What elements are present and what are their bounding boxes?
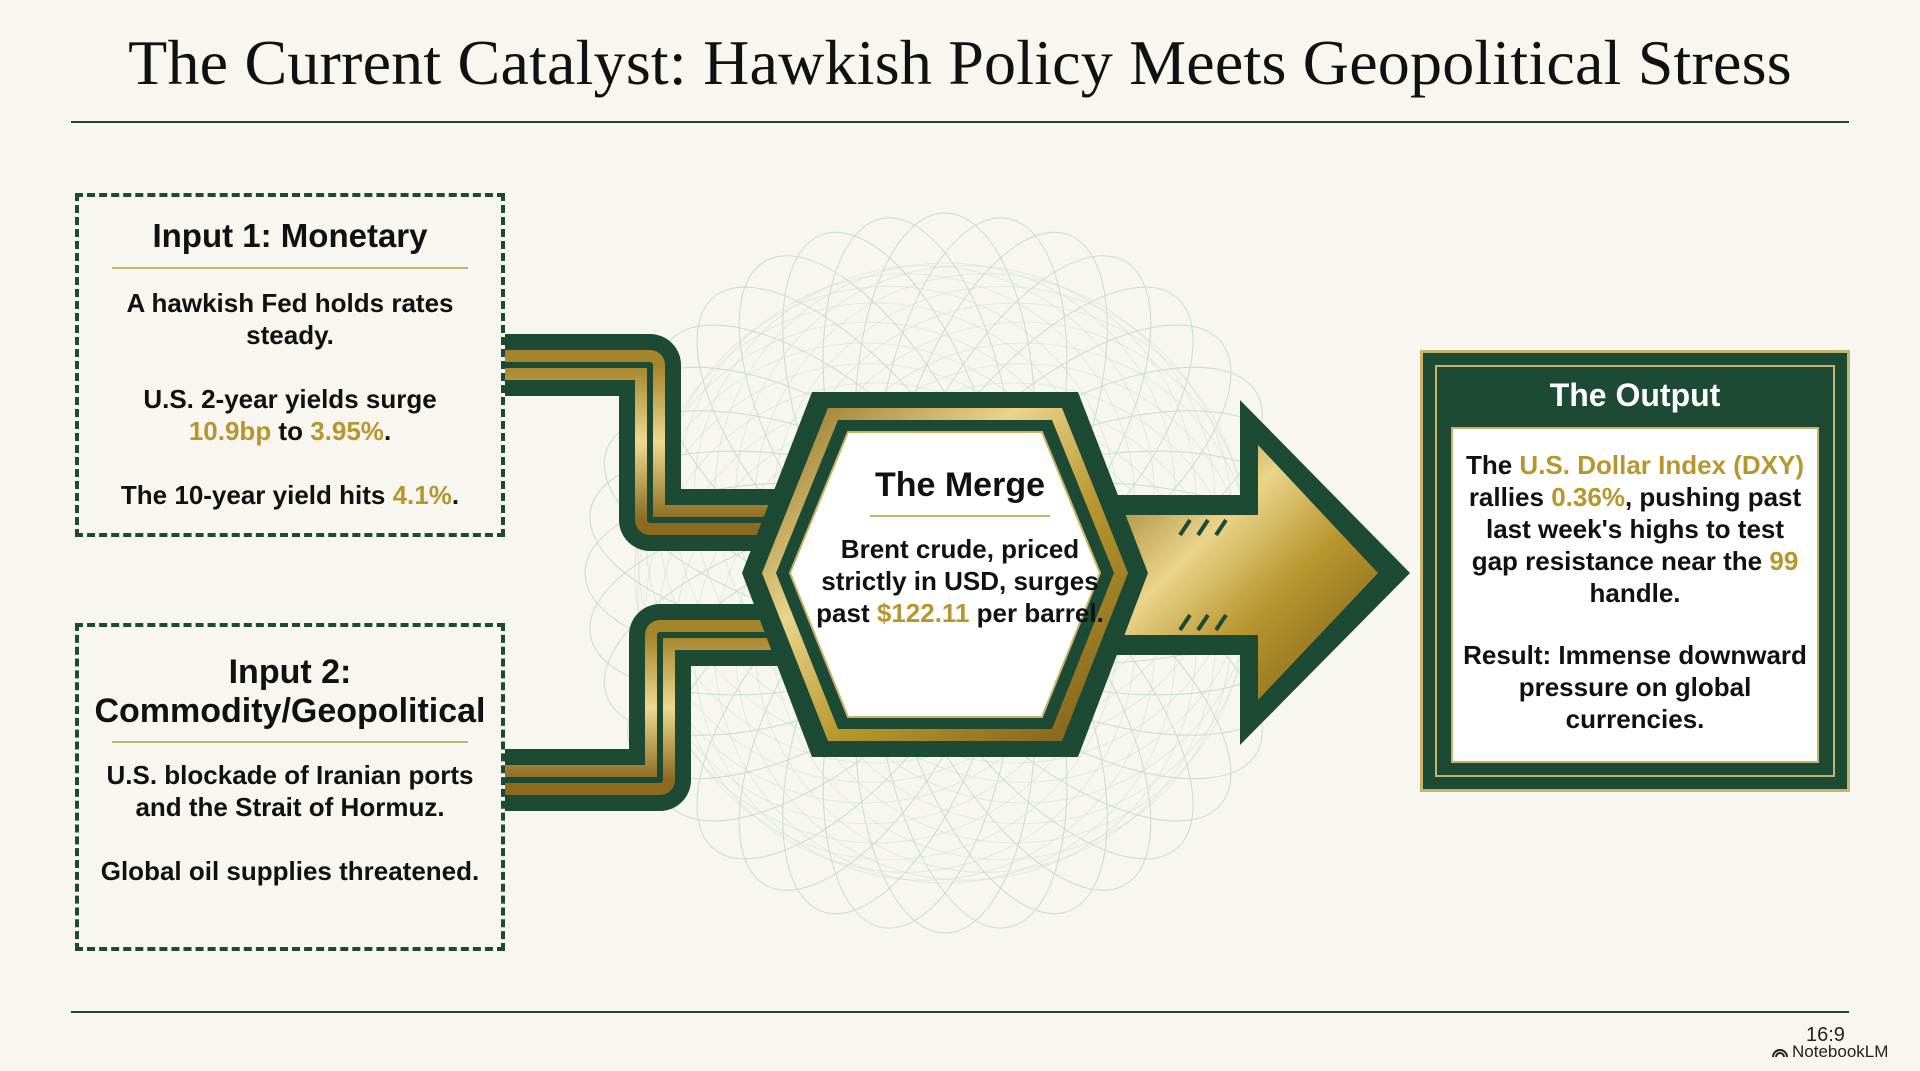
- arrow-merge-to-output: [1110, 400, 1410, 745]
- input2-title-line-a: Input 2:: [228, 653, 352, 691]
- input2-line1-text: U.S. blockade of Iranian ports and the S…: [106, 760, 474, 822]
- merge-content: The Merge Brent crude, priced strictly i…: [812, 466, 1108, 629]
- input1-line3: The 10-year yield hits 4.1%.: [79, 479, 501, 511]
- brand-watermark: NotebookLM: [1772, 1042, 1888, 1062]
- output-p1-a: The: [1465, 450, 1520, 480]
- merge-text-pre: Brent crude, priced strictly in USD, sur…: [816, 534, 1099, 628]
- output-frame: The Output The U.S. Dollar Index (DXY) r…: [1435, 365, 1835, 777]
- footer-divider: [71, 1011, 1849, 1013]
- title-divider: [71, 121, 1849, 123]
- connector-input1-to-merge: [505, 334, 790, 551]
- input2-line1: U.S. blockade of Iranian ports and the S…: [79, 759, 501, 823]
- connector-input2-to-merge: [505, 604, 790, 811]
- input1-line2: U.S. 2-year yields surge 10.9bp to 3.95%…: [79, 383, 501, 447]
- merge-text-highlight: $122.11: [876, 598, 970, 628]
- input1-line3-highlight: 4.1%: [392, 480, 452, 510]
- output-p1-highlight-pct: 0.36%: [1551, 482, 1625, 512]
- merge-text-post: per barrel.: [969, 598, 1104, 628]
- merge-title: The Merge: [874, 466, 1046, 504]
- aspect-ratio-label: 16:9: [1806, 1024, 1845, 1046]
- brand-name: NotebookLM: [1792, 1042, 1889, 1061]
- output-p1-c: , pushing past last week's highs to test…: [1471, 482, 1802, 576]
- input2-line2: Global oil supplies threatened.: [100, 856, 480, 886]
- output-p1-b: rallies: [1468, 482, 1552, 512]
- input1-line1: A hawkish Fed holds rates steady.: [79, 287, 501, 351]
- input2-title: Input 2: Commodity/Geopolitical: [79, 653, 501, 731]
- merge-text: Brent crude, priced strictly in USD, sur…: [812, 533, 1108, 629]
- input1-line2-mid: to: [271, 416, 311, 446]
- input1-line1-text: A hawkish Fed holds rates steady.: [126, 288, 454, 350]
- output-p1-highlight-handle: 99: [1769, 546, 1799, 576]
- input1-title: Input 1: Monetary: [152, 217, 428, 254]
- input1-line2-pre: U.S. 2-year yields surge: [143, 384, 437, 414]
- page-title: The Current Catalyst: Hawkish Policy Mee…: [128, 27, 1792, 98]
- merge-divider: [870, 515, 1050, 517]
- output-paragraph-1: The U.S. Dollar Index (DXY) rallies 0.36…: [1460, 449, 1810, 609]
- input2-geopolitical-card: Input 2: Commodity/Geopolitical U.S. blo…: [75, 623, 505, 951]
- input1-line2-post: .: [383, 416, 392, 446]
- merge-hexagon: [742, 392, 1148, 757]
- input1-line3-pre: The 10-year yield hits: [120, 480, 393, 510]
- input1-line2-highlight-bp: 10.9bp: [188, 416, 272, 446]
- output-body: The U.S. Dollar Index (DXY) rallies 0.36…: [1451, 427, 1819, 763]
- output-p1-highlight-dxy: U.S. Dollar Index (DXY): [1519, 450, 1805, 480]
- input1-monetary-card: Input 1: Monetary A hawkish Fed holds ra…: [75, 193, 505, 537]
- output-p1-d: handle.: [1589, 578, 1681, 608]
- input2-title-line-b: Commodity/Geopolitical: [94, 692, 486, 730]
- input2-divider: [112, 741, 468, 743]
- input1-line2-text: U.S. 2-year yields surge 10.9bp to 3.95%…: [120, 383, 460, 447]
- input1-line3-post: .: [451, 480, 460, 510]
- output-title: The Output: [1549, 377, 1721, 413]
- notebooklm-logo-icon: [1772, 1049, 1788, 1058]
- input1-line2-highlight-pct: 3.95%: [310, 416, 384, 446]
- input1-divider: [112, 267, 468, 269]
- output-card: The Output The U.S. Dollar Index (DXY) r…: [1420, 350, 1850, 792]
- output-paragraph-2: Result: Immense downward pressure on glo…: [1463, 640, 1807, 734]
